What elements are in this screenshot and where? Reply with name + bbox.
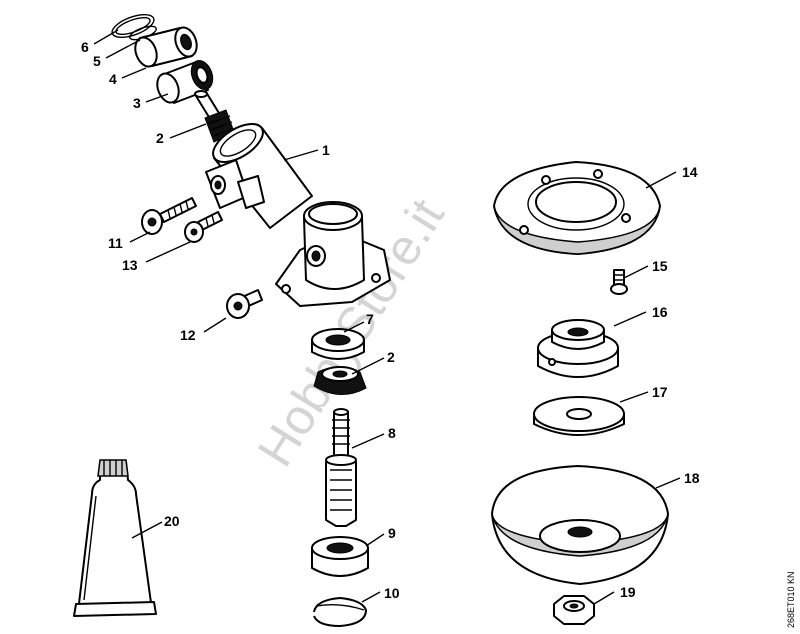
callout-19: 19 [620, 584, 636, 600]
callout-1: 1 [322, 142, 330, 158]
callout-16: 16 [652, 304, 668, 320]
callout-12: 12 [180, 327, 196, 343]
leader-6 [93, 29, 119, 45]
callout-3: 3 [133, 95, 141, 111]
callout-15: 15 [652, 258, 668, 274]
callout-18: 18 [684, 470, 700, 486]
leader-18 [655, 477, 681, 489]
leader-3 [145, 93, 169, 103]
part-15-screw [610, 269, 628, 295]
leader-2a [169, 123, 207, 139]
leader-8 [351, 433, 385, 449]
part-9-bearing [311, 536, 369, 577]
leader-9 [365, 533, 385, 547]
leader-11 [129, 231, 151, 243]
callout-5: 5 [93, 53, 101, 69]
part-16-thrust-washer [537, 319, 619, 378]
leader-13 [145, 241, 191, 263]
leader-10 [361, 591, 381, 603]
callout-13: 13 [122, 257, 138, 273]
leader-1 [283, 149, 319, 161]
leader-19 [593, 591, 615, 605]
callout-2-pinion: 2 [156, 130, 164, 146]
leader-2b [351, 357, 385, 375]
callout-14: 14 [682, 164, 698, 180]
leader-14 [645, 171, 677, 189]
part-19-hex-nut [553, 595, 595, 625]
part-20-grease-tube [73, 459, 157, 617]
part-1-gear-housing [205, 122, 391, 307]
callout-8: 8 [388, 425, 396, 441]
part-4-ball-bearing [134, 26, 198, 68]
part-10-circlip [313, 597, 367, 627]
part-18-ride-plate [491, 465, 669, 585]
callout-9: 9 [388, 525, 396, 541]
callout-20: 20 [164, 513, 180, 529]
drawing-code: 268ET010 KN [786, 571, 796, 628]
callout-11: 11 [108, 235, 123, 251]
part-13-cap-screw [184, 211, 223, 243]
leader-7 [343, 321, 365, 333]
leader-5 [105, 39, 141, 59]
part-7-bearing [311, 328, 365, 360]
callout-10: 10 [384, 585, 400, 601]
callout-7: 7 [366, 311, 374, 327]
leader-17 [619, 391, 649, 403]
leader-16 [613, 311, 647, 327]
part-8-output-shaft [325, 408, 357, 527]
leader-20 [131, 521, 163, 539]
part-12-screw [226, 289, 263, 319]
leader-12 [203, 317, 227, 333]
part-17-washer [533, 396, 625, 436]
part-11-cap-screw [141, 197, 197, 235]
leader-4 [121, 67, 147, 79]
callout-17: 17 [652, 384, 668, 400]
callout-4: 4 [109, 71, 117, 87]
leader-15 [623, 265, 649, 279]
callout-6: 6 [81, 39, 89, 55]
part-14-thrust-plate [493, 161, 661, 255]
callout-2-gear: 2 [387, 349, 395, 365]
